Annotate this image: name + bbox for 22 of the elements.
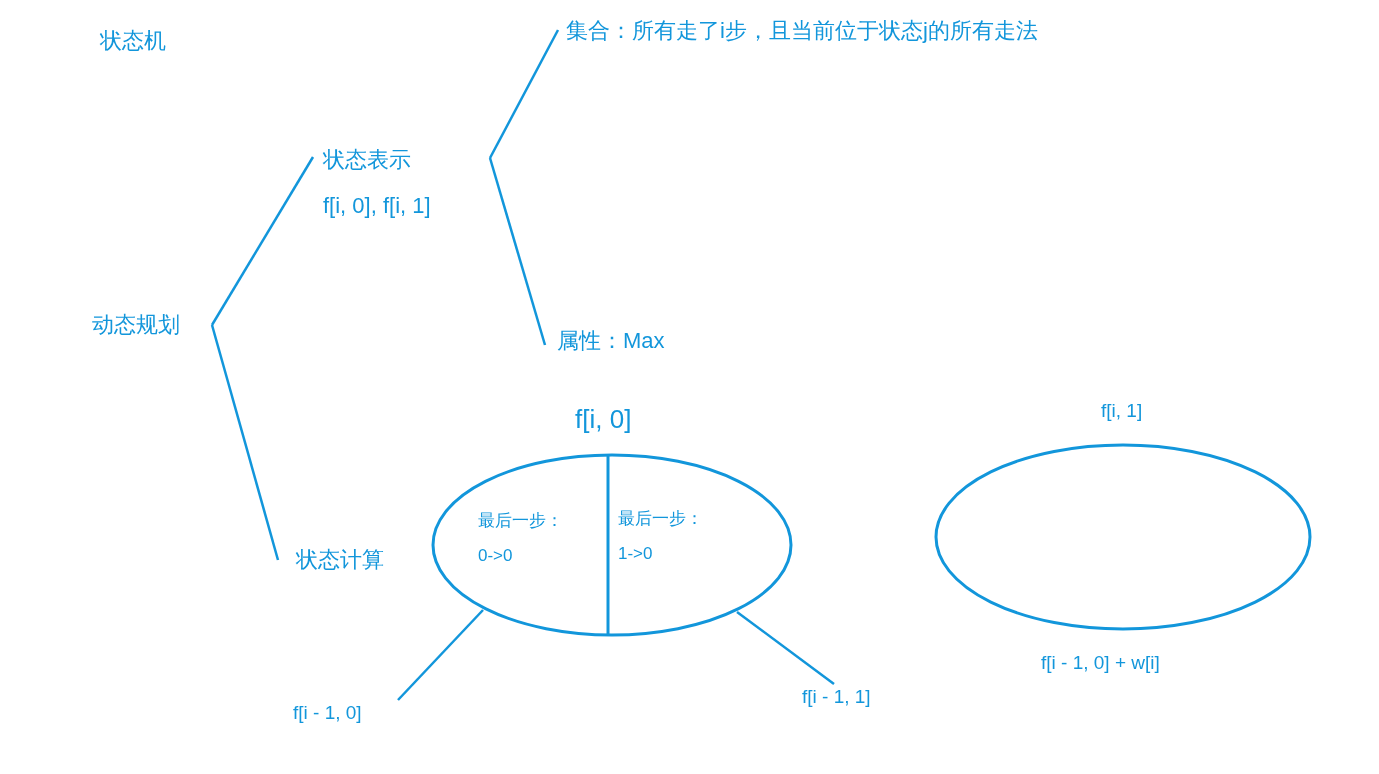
formula-label: f[i, 0], f[i, 1] bbox=[323, 193, 431, 220]
branch-line bbox=[210, 324, 280, 561]
branch-line bbox=[488, 157, 547, 346]
case-label: 1->0 bbox=[618, 544, 653, 565]
branch-line bbox=[397, 609, 484, 701]
tree-label: 状态计算 bbox=[296, 547, 384, 574]
branch-line bbox=[210, 156, 315, 326]
tree-label: 集合：所有走了i步，且当前位于状态j的所有走法 bbox=[566, 18, 1038, 45]
branch-line bbox=[488, 29, 560, 159]
ellipse-heading: f[i, 0] bbox=[575, 404, 632, 436]
formula-label: f[i - 1, 1] bbox=[802, 686, 871, 709]
branch-line bbox=[736, 611, 835, 685]
case-label: 0->0 bbox=[478, 546, 513, 567]
formula-label: f[i - 1, 0] + w[i] bbox=[1041, 652, 1160, 675]
formula-label: f[i - 1, 0] bbox=[293, 702, 362, 725]
title: 状态机 bbox=[100, 28, 166, 55]
tree-label: 动态规划 bbox=[92, 312, 180, 339]
tree-label: 状态表示 bbox=[323, 147, 411, 174]
case-label: 最后一步： bbox=[618, 509, 703, 530]
tree-label: 属性：Max bbox=[557, 328, 665, 355]
case-label: 最后一步： bbox=[478, 511, 563, 532]
ellipse-heading: f[i, 1] bbox=[1101, 400, 1143, 423]
